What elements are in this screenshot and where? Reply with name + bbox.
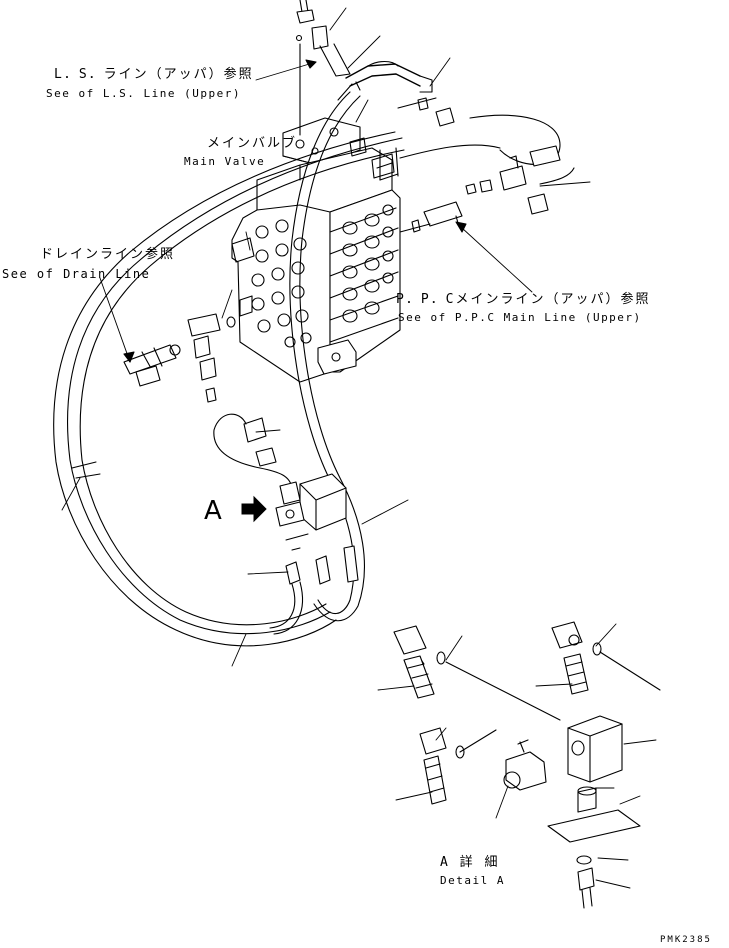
sensor-cluster xyxy=(214,414,346,550)
view-a-letter: A xyxy=(204,496,222,526)
ls-line-label-en: See of L.S. Line (Upper) xyxy=(46,87,241,100)
ls-arrowhead xyxy=(306,60,316,68)
sensor-hoses xyxy=(270,546,358,634)
ls-line-label-jp: L．S．ライン（アッパ）参照 xyxy=(54,67,254,82)
drain-line-label-en: See of Drain Line xyxy=(2,267,151,281)
ppc-line-fittings xyxy=(400,145,574,232)
drawing-code: PMK2385 xyxy=(660,935,712,945)
ppc-line-label-jp: P．P．Cメインライン（アッパ）参照 xyxy=(396,292,651,307)
drain-arrowhead xyxy=(124,352,134,362)
ppc-line-label-en: See of P.P.C Main Line (Upper) xyxy=(398,311,642,324)
drain-fittings xyxy=(124,314,235,402)
main-valve-label-en: Main Valve xyxy=(184,155,266,168)
drain-hose-loop xyxy=(54,115,560,646)
leader-lines xyxy=(62,8,656,888)
drain-line-label-jp: ドレインライン参照 xyxy=(40,247,176,262)
ppc-arrowhead xyxy=(456,222,466,232)
detail-a-parts xyxy=(394,622,660,908)
detail-a-label-en: Detail A xyxy=(440,874,505,887)
ppc-leader xyxy=(462,228,532,292)
main-valve-block xyxy=(232,118,400,382)
main-valve-label-jp: メインバルブ xyxy=(207,136,298,151)
ls-return-hose xyxy=(290,62,436,621)
detail-a-label-jp: A 詳 細 xyxy=(440,855,500,870)
ls-line-hose xyxy=(297,0,455,135)
